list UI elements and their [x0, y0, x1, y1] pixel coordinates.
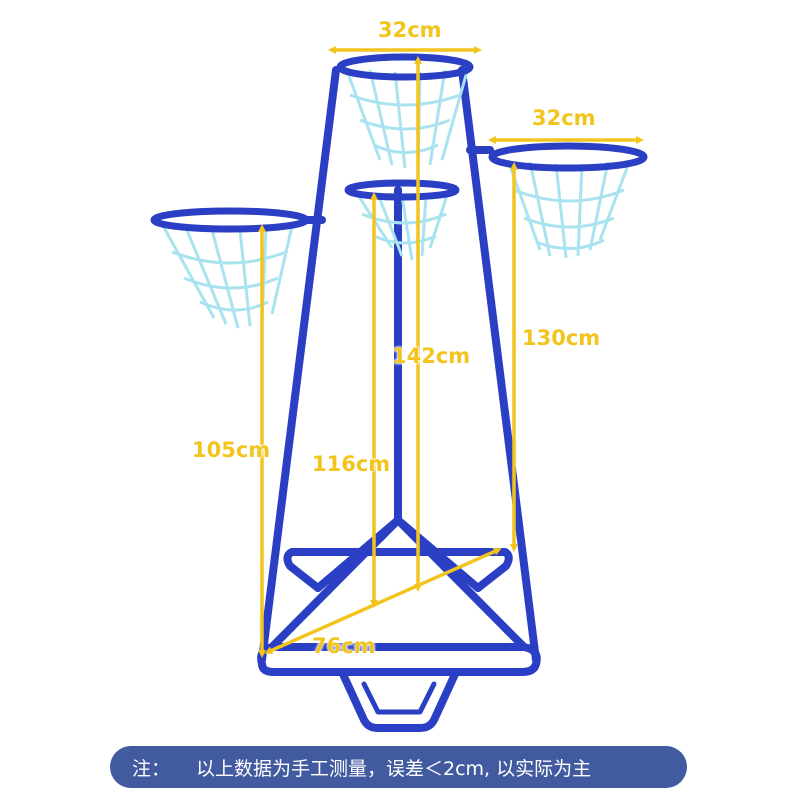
base-handle — [338, 668, 460, 732]
dim-base-arrow — [264, 547, 502, 655]
footer-note-banner: 注： 以上数据为手工测量，误差＜2cm, 以实际为主 — [110, 746, 687, 788]
dim-label-center-short: 116cm — [312, 452, 391, 476]
hoop-top — [336, 53, 474, 169]
dim-label-top-hoop: 32cm — [378, 18, 442, 42]
stand-frame — [257, 66, 541, 732]
dim-label-center-tall: 142cm — [392, 344, 471, 368]
dimension-lines — [258, 46, 644, 658]
footer-note-text: 以上数据为手工测量，误差＜2cm, 以实际为主 — [196, 757, 592, 780]
hoop-left — [150, 207, 310, 329]
leg-right — [458, 66, 540, 664]
dim-label-left-height: 105cm — [192, 438, 271, 462]
hoop-right — [488, 142, 648, 259]
dim-label-base: 76cm — [312, 634, 376, 658]
base-handle-inner — [361, 681, 437, 715]
base-brace-front-left — [268, 516, 402, 651]
dim-label-right-height: 130cm — [522, 326, 601, 350]
footer-note-prefix: 注： — [132, 757, 171, 780]
dim-label-right-hoop: 32cm — [532, 106, 596, 130]
base-frame — [257, 643, 541, 676]
